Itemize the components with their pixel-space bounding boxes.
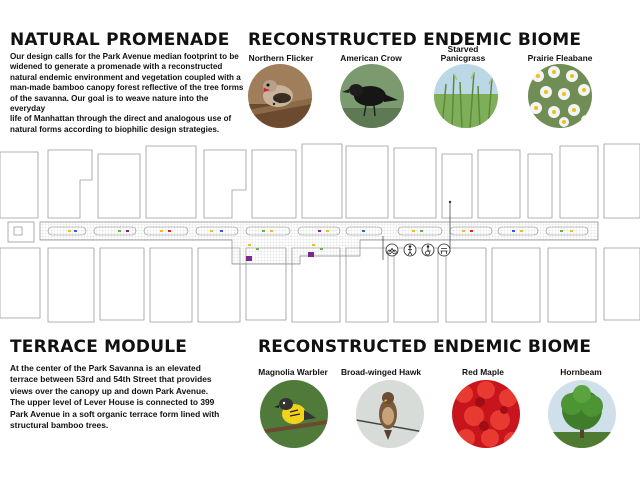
fleabane-photo — [528, 64, 592, 128]
magnolia-warbler-photo — [260, 380, 328, 448]
text-line: Our design calls for the Park Avenue med… — [10, 52, 239, 61]
building-footprint — [0, 247, 41, 319]
species-label: American Crow — [340, 53, 402, 63]
text-line: structural bamboo trees. — [10, 420, 109, 431]
building-footprint — [97, 153, 141, 219]
northern-flicker-photo — [248, 64, 312, 128]
building-footprint — [345, 247, 389, 323]
building-footprint — [477, 149, 521, 219]
hornbeam-photo — [548, 380, 616, 448]
species-label: Northern Flicker — [248, 53, 314, 63]
building-footprint — [197, 247, 241, 323]
building-footprint — [603, 143, 640, 219]
terrace-module-title: TERRACE MODULE — [10, 337, 188, 357]
species-label: Starved Panicgrass — [418, 45, 508, 63]
building-footprint — [527, 153, 553, 219]
panicgrass-photo — [434, 64, 498, 128]
building-footprint — [491, 247, 541, 323]
text-line: natural forms according to biophilic des… — [10, 124, 220, 134]
building-footprint — [393, 147, 437, 219]
bench-icon — [437, 243, 451, 257]
median-promenade — [39, 221, 599, 265]
biome-title-bottom: RECONSTRUCTED ENDEMIC BIOME — [258, 337, 592, 357]
building-footprint — [203, 149, 247, 219]
site-plan — [0, 143, 640, 323]
building-footprint — [47, 247, 95, 323]
red-maple-photo — [452, 380, 520, 448]
biome-title-top: RECONSTRUCTED ENDEMIC BIOME — [248, 30, 582, 50]
american-crow-photo — [340, 64, 404, 128]
building-footprint — [301, 143, 343, 219]
species-label: Broad-winged Hawk — [340, 367, 422, 377]
text-line: terrace between 53rd and 54th Street tha… — [10, 374, 212, 385]
building-footprint — [547, 247, 597, 323]
text-line: views over the canopy up and down Park A… — [10, 385, 209, 396]
building-footprint — [0, 151, 39, 219]
hawk-photo — [356, 380, 424, 448]
building-footprint — [99, 247, 145, 321]
church-footprint — [13, 226, 23, 236]
vegetation-markers — [68, 230, 573, 261]
bicycle-icon — [385, 243, 399, 257]
building-footprint — [47, 149, 93, 219]
text-line: life of Manhattan through the direct and… — [10, 114, 232, 124]
text-line: At the center of the Park Savanna is an … — [10, 363, 201, 373]
text-line: The upper level of Lever House is connec… — [10, 397, 215, 408]
building-footprint — [149, 247, 193, 323]
building-footprint — [145, 145, 197, 219]
species-label: Magnolia Warbler — [258, 367, 328, 377]
text-line: of the savanna. Our goal is to weave nat… — [10, 93, 209, 114]
text-line: man-made bamboo canopy forest reflective… — [10, 83, 244, 93]
text-line: natural endemic environment and vegetati… — [10, 72, 241, 82]
species-label: Hornbeam — [560, 367, 602, 377]
text-line: widened to generate a promenade with a r… — [10, 62, 223, 72]
building-footprint — [441, 153, 473, 219]
terrace-module-text: At the center of the Park Savanna is an … — [10, 363, 245, 431]
species-label: Prairie Fleabane — [527, 53, 593, 63]
building-footprint — [345, 145, 389, 219]
species-label-text: Starved Panicgrass — [440, 44, 486, 63]
species-label: Red Maple — [462, 367, 504, 377]
building-footprint — [603, 247, 640, 321]
natural-promenade-text: Our design calls for the Park Avenue med… — [10, 52, 245, 135]
natural-promenade-title: NATURAL PROMENADE — [10, 30, 230, 50]
text-line: Park Avenue in a soft organic terrace fo… — [10, 408, 220, 419]
building-footprint — [445, 247, 487, 323]
building-footprint — [559, 145, 599, 219]
building-footprint — [251, 149, 297, 219]
building-footprint — [393, 247, 439, 323]
